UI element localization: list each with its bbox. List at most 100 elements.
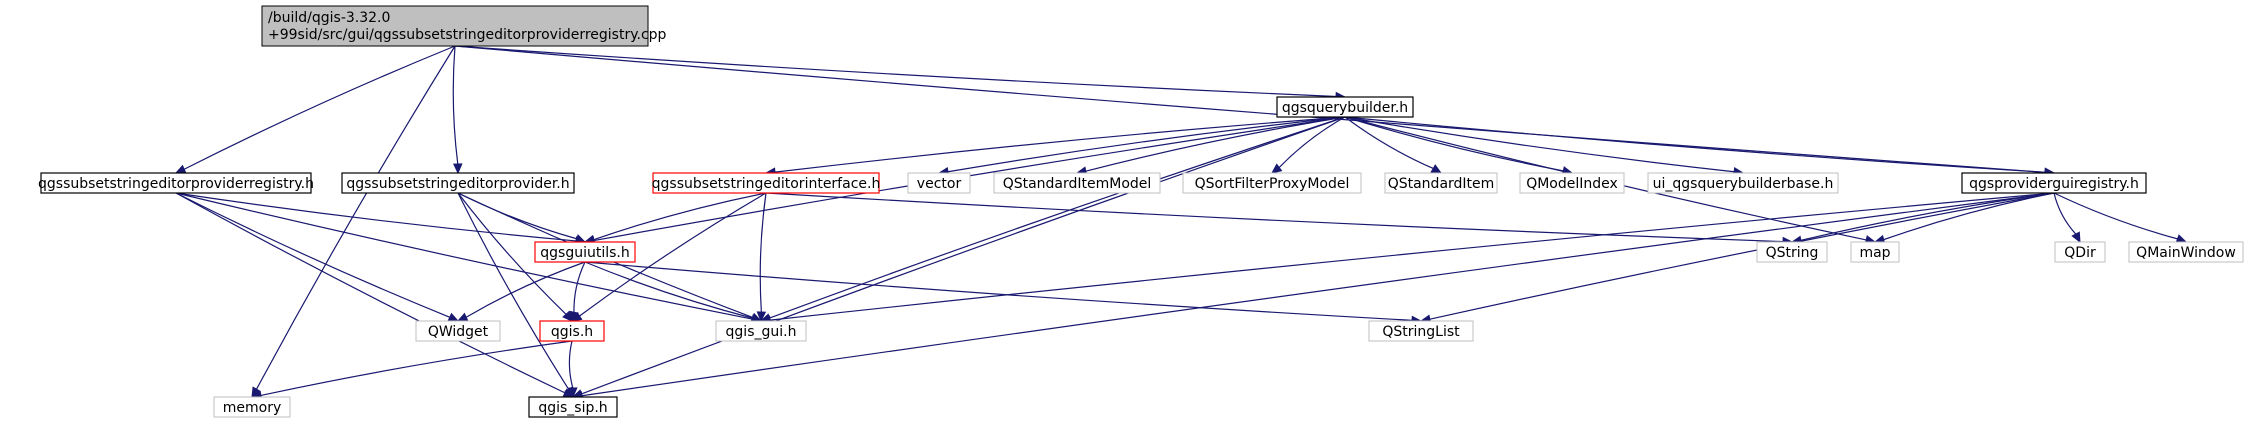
arrowhead-root-to-provh [453,163,463,175]
node-label-pgr: qgsproviderguiregistry.h [1969,176,2139,192]
edge-queryb-to-qsim [1085,116,1346,172]
edge-provh-to-qgish [457,192,567,315]
node-provh[interactable]: qgssubsetstringeditorprovider.h [341,172,575,194]
arrowhead-guiutils-to-qwidget [456,312,469,322]
node-box-qmainwin [2128,241,2244,263]
node-box-qwidget [415,320,501,342]
node-box-qsim [993,172,1161,194]
node-label-qgish: qgis.h [551,324,593,340]
node-box-map [1850,241,1900,263]
node-guiutils[interactable]: qgsguiutils.h [534,241,636,263]
node-box-sip [528,396,618,418]
node-label-qsi: QStandardItem [1388,176,1495,192]
node-box-qmi [1519,172,1625,194]
edge-guiutils-to-qstrlist [584,261,1413,321]
nodes-layer: /build/qgis-3.32.0+99sid/src/gui/qgssubs… [38,5,2244,418]
edge-qgish-to-memory [260,340,573,397]
arrowhead-pgr-to-qdir [2071,231,2081,244]
edge-guiutils-to-qgisgui [584,261,753,319]
edge-queryb-to-pgr [1344,116,2046,173]
node-label-memory: memory [223,400,282,416]
node-label-qstring: QString [1766,245,1819,261]
node-label-qstrlist: QStringList [1382,324,1460,340]
edge-queryb-to-ifaceh [774,116,1346,173]
node-box-queryb [1276,96,1414,118]
node-box-qsi [1384,172,1498,194]
node-uiqb: ui_qgsquerybuilderbase.h [1647,172,1839,194]
arrowhead-provh-to-guiutils [574,234,587,244]
node-qmi: QModelIndex [1519,172,1625,194]
edge-pgr-to-qdir [2053,192,2077,235]
node-box-pgr [1961,172,2147,194]
node-qsi: QStandardItem [1384,172,1498,194]
arrowhead-qgish-to-sip [568,387,578,399]
node-label-qsim: QStandardItemModel [1003,176,1152,192]
node-box-qdir [2054,241,2106,263]
node-label-ifaceh: qgssubsetstringeditorinterface.h [652,176,881,192]
node-pgr[interactable]: qgsproviderguiregistry.h [1961,172,2147,194]
edge-regh-to-sip [175,192,566,394]
node-label-provh: qgssubsetstringeditorprovider.h [346,176,569,192]
node-qdir: QDir [2054,241,2106,263]
edge-guiutils-to-qwidget [465,261,586,318]
node-qgisgui: qgis_gui.h [715,320,807,342]
arrowhead-pgr-to-qmainwin [2175,234,2188,244]
node-label-vector: vector [917,176,962,192]
edge-root-to-queryb [454,45,1337,98]
arrowhead-root-to-regh [174,164,187,174]
edge-provh-to-sip [457,192,570,390]
node-qmainwin: QMainWindow [2128,241,2244,263]
node-label-sip: qgis_sip.h [538,400,607,416]
node-label-uiqb: ui_qgsquerybuilderbase.h [1653,176,1834,192]
edge-pgr-to-qstrlist [1429,192,2055,320]
node-regh[interactable]: qgssubsetstringeditorproviderregistry.h [38,172,314,194]
arrowhead-guiutils-to-qgish [569,310,579,323]
node-label-root: /build/qgis-3.32.0 [268,10,390,26]
edge-queryb-to-qsi [1344,116,1434,170]
node-label-guiutils: qgsguiutils.h [540,245,629,261]
node-label-qmainwin: QMainWindow [2136,245,2236,261]
edge-queryb-to-qgisgui [769,116,1346,319]
node-label-qmi: QModelIndex [1526,176,1618,192]
node-label-map: map [1859,245,1890,261]
node-label-regh: qgssubsetstringeditorproviderregistry.h [38,176,314,192]
edge-root-to-regh [183,45,456,170]
arrowhead-queryb-to-qsfpm [1271,163,1283,174]
node-label-qwidget: QWidget [428,324,489,340]
node-box-ifaceh [652,172,880,194]
edge-ifaceh-to-qgisgui [759,192,767,313]
node-memory: memory [213,396,291,418]
node-box-qsfpm [1182,172,1362,194]
node-map: map [1850,241,1900,263]
node-qstrlist: QStringList [1368,320,1474,342]
edge-qgish-to-sip [568,340,574,389]
node-box-qstrlist [1368,320,1474,342]
node-box-root [261,5,649,47]
node-box-regh [40,172,312,194]
node-box-guiutils [534,241,636,263]
edge-pgr-to-qgisgui [769,192,2055,321]
node-box-provh [341,172,575,194]
node-ifaceh[interactable]: qgssubsetstringeditorinterface.h [652,172,881,194]
edge-ifaceh-to-qgish [579,192,767,317]
node-box-uiqb [1647,172,1839,194]
node-vector: vector [907,172,971,194]
edge-root-to-pgr [454,45,2046,173]
node-root[interactable]: /build/qgis-3.32.0+99sid/src/gui/qgssubs… [261,5,667,47]
edge-ifaceh-to-qstring [765,192,1784,243]
node-qgish[interactable]: qgis.h [539,320,605,342]
edge-pgr-to-qmainwin [2053,192,2178,240]
arrowhead-provh-to-qgish [562,310,573,322]
node-qsim: QStandardItemModel [993,172,1161,194]
node-box-memory [213,396,291,418]
edge-queryb-to-uiqb [1344,116,1735,173]
node-label-qgisgui: qgis_gui.h [726,324,797,340]
node-sip[interactable]: qgis_sip.h [528,396,618,418]
edges-layer [174,45,2188,401]
edge-regh-to-qgisgui [175,192,753,320]
edge-pgr-to-sip [581,192,2055,397]
edge-ifaceh-to-guiutils [593,192,767,241]
edge-regh-to-guiutils [175,192,577,242]
node-queryb[interactable]: qgsquerybuilder.h [1276,96,1414,118]
